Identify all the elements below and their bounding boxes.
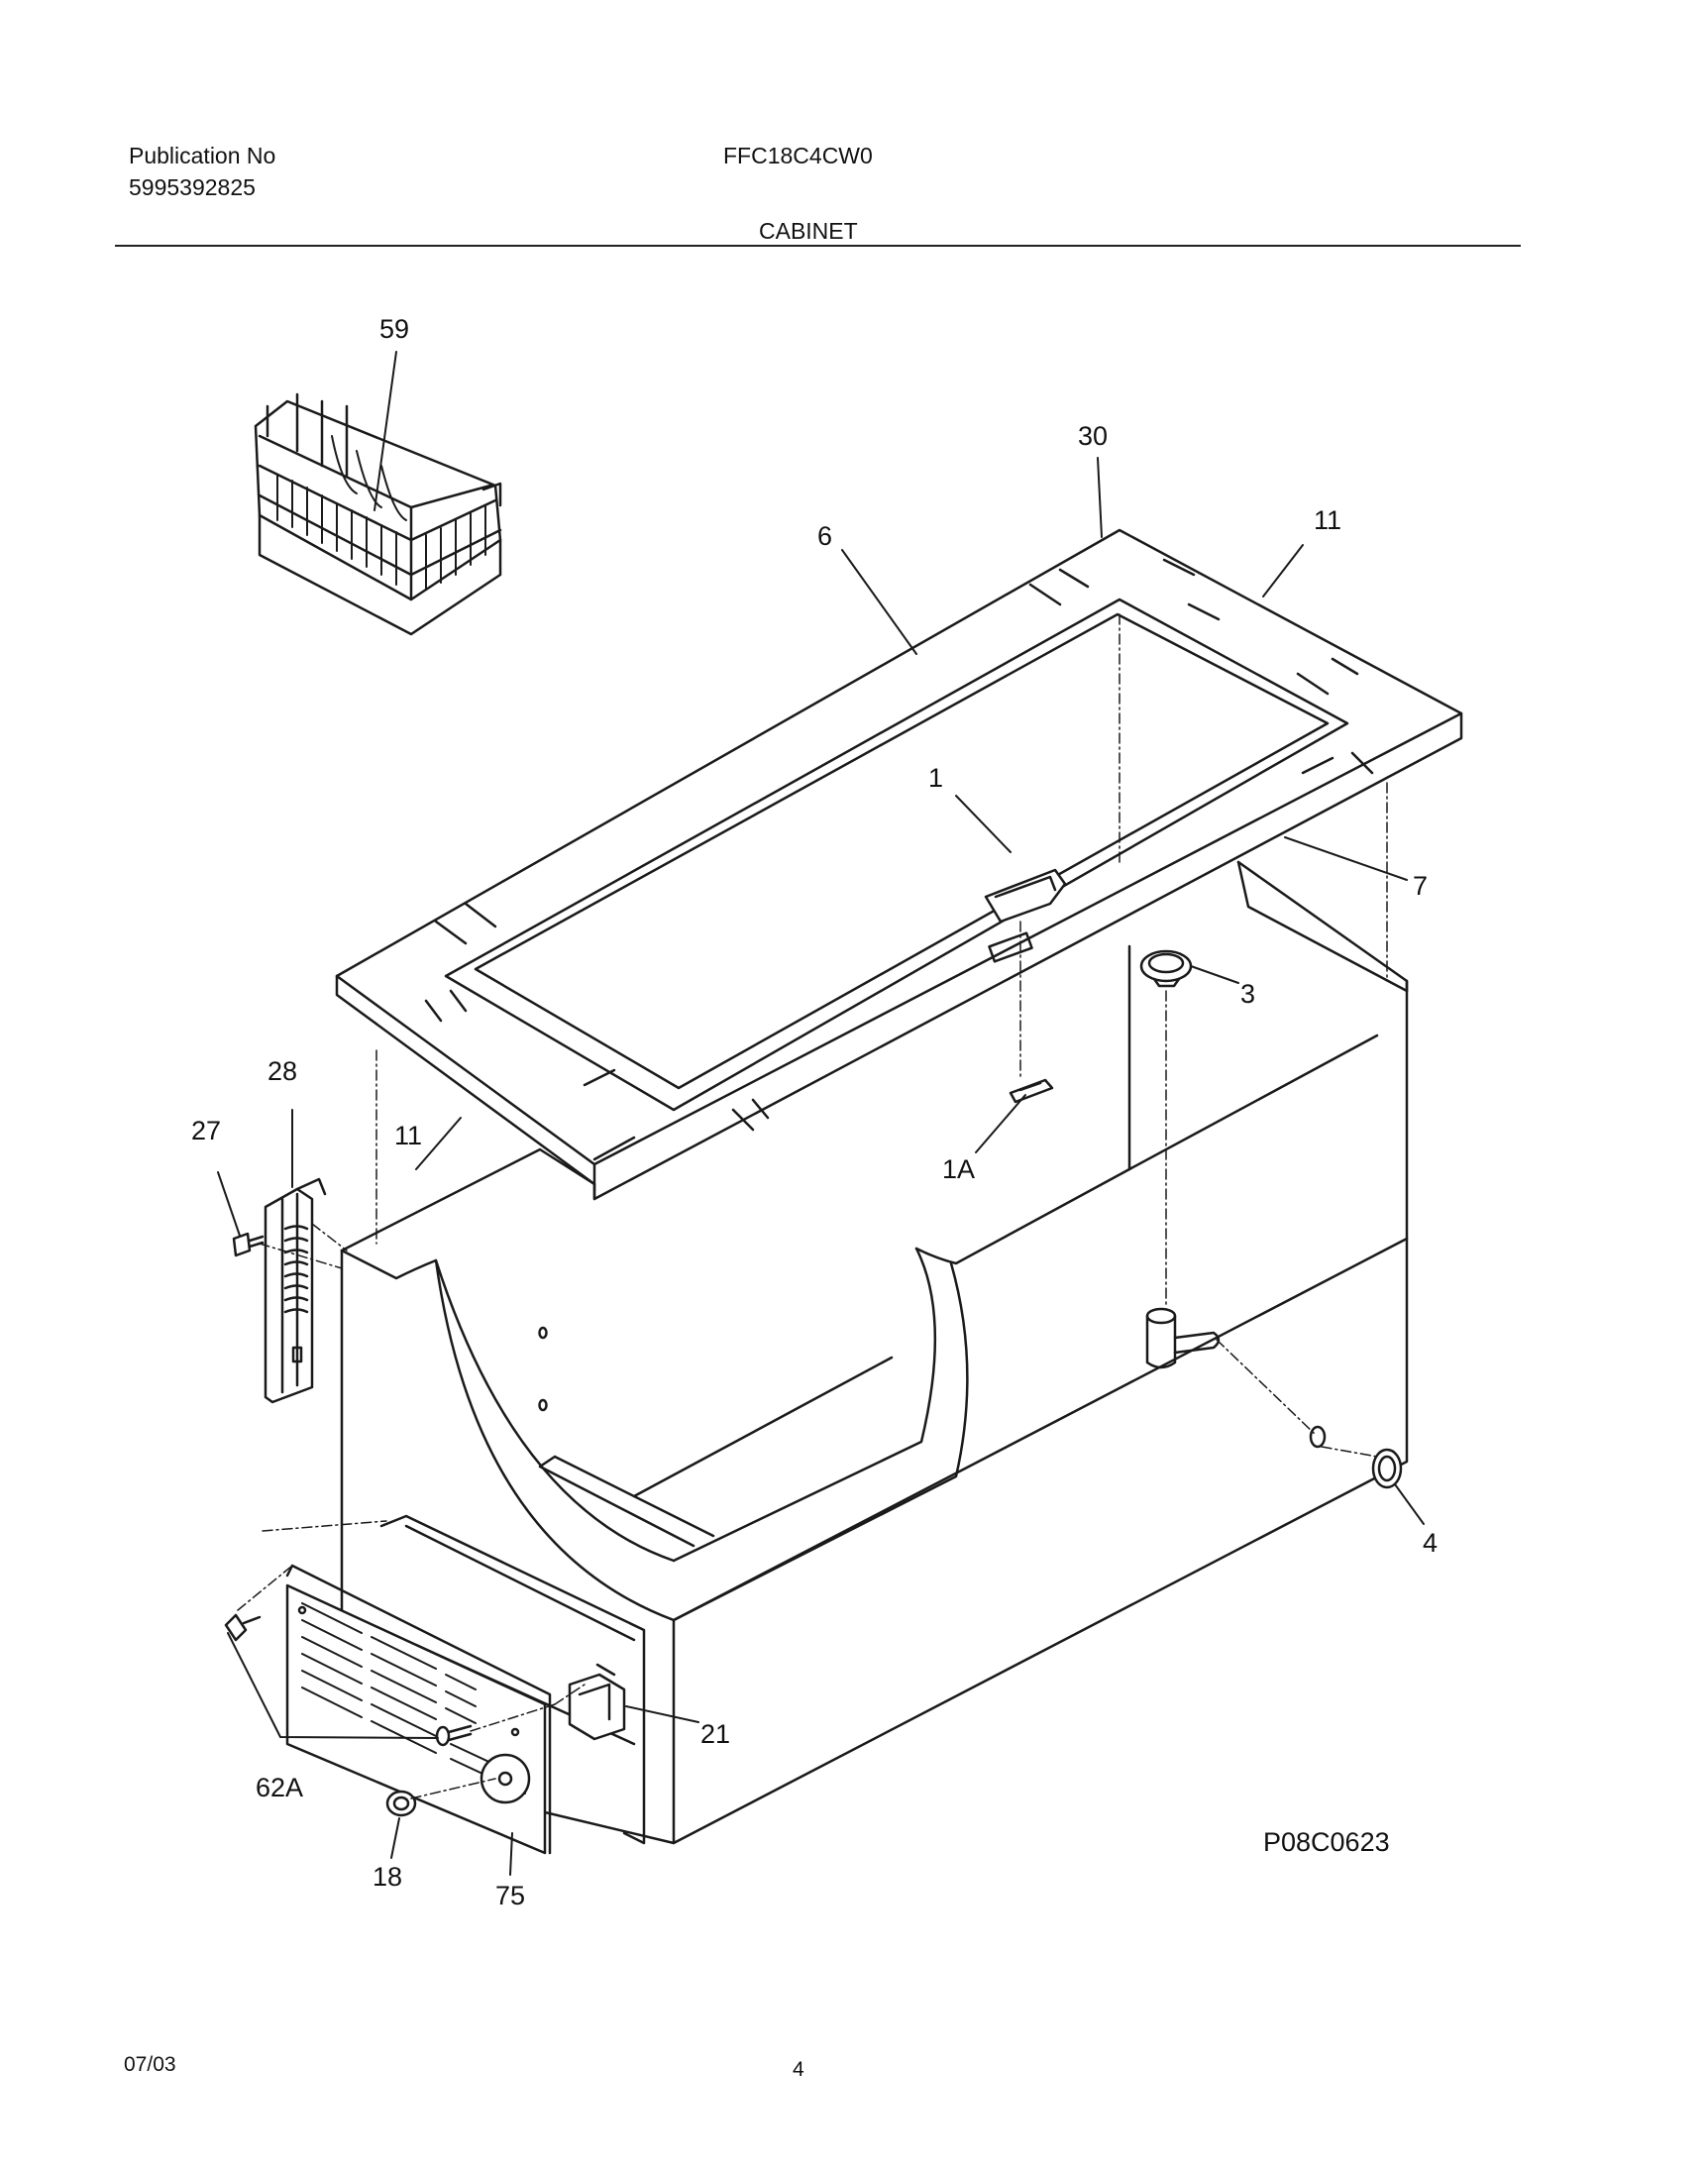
drain-plug-3 [1139,949,1193,988]
light-switch-1 [984,868,1067,963]
callout-6: 6 [817,521,832,551]
callout-18: 18 [373,1862,402,1892]
gasket-frame [335,528,1463,1201]
callout-21: 21 [700,1719,730,1749]
diagram-code: P08C0623 [1263,1827,1390,1857]
thermostat-part [568,1663,626,1741]
page-number: 4 [793,2058,804,2081]
screw-62A-left [224,1613,262,1642]
callout-1: 1 [928,763,943,793]
callout-30: 30 [1078,421,1108,451]
callout-3: 3 [1240,979,1255,1009]
callout-11-top: 11 [1314,505,1341,535]
grille-part [285,1514,646,1855]
drain-tube [1145,1307,1221,1369]
hinge-part [264,1177,327,1404]
publication-label: Publication No [129,143,276,168]
callout-62A: 62A [256,1773,303,1802]
screw-27 [232,1232,265,1257]
model-number: FFC18C4CW0 [723,143,873,168]
callout-28: 28 [267,1056,297,1086]
publication-number: 5995392825 [129,174,256,200]
callout-1A: 1A [942,1154,975,1184]
callout-11-bottom: 11 [394,1121,422,1150]
footer-date: 07/03 [124,2053,176,2076]
cabinet-body [340,860,1409,1845]
callout-4: 4 [1423,1528,1438,1558]
header-rule [115,245,1521,247]
callout-7: 7 [1413,871,1428,901]
switch-actuator-1A [1009,1078,1054,1104]
screw-62A-right [435,1724,473,1747]
callout-75: 75 [495,1881,525,1910]
bushing-18 [385,1790,417,1817]
drain-cap-4 [1371,1448,1403,1489]
basket-part [254,392,502,636]
section-title: CABINET [759,218,858,244]
callout-59: 59 [379,314,409,344]
callout-27: 27 [191,1116,221,1145]
